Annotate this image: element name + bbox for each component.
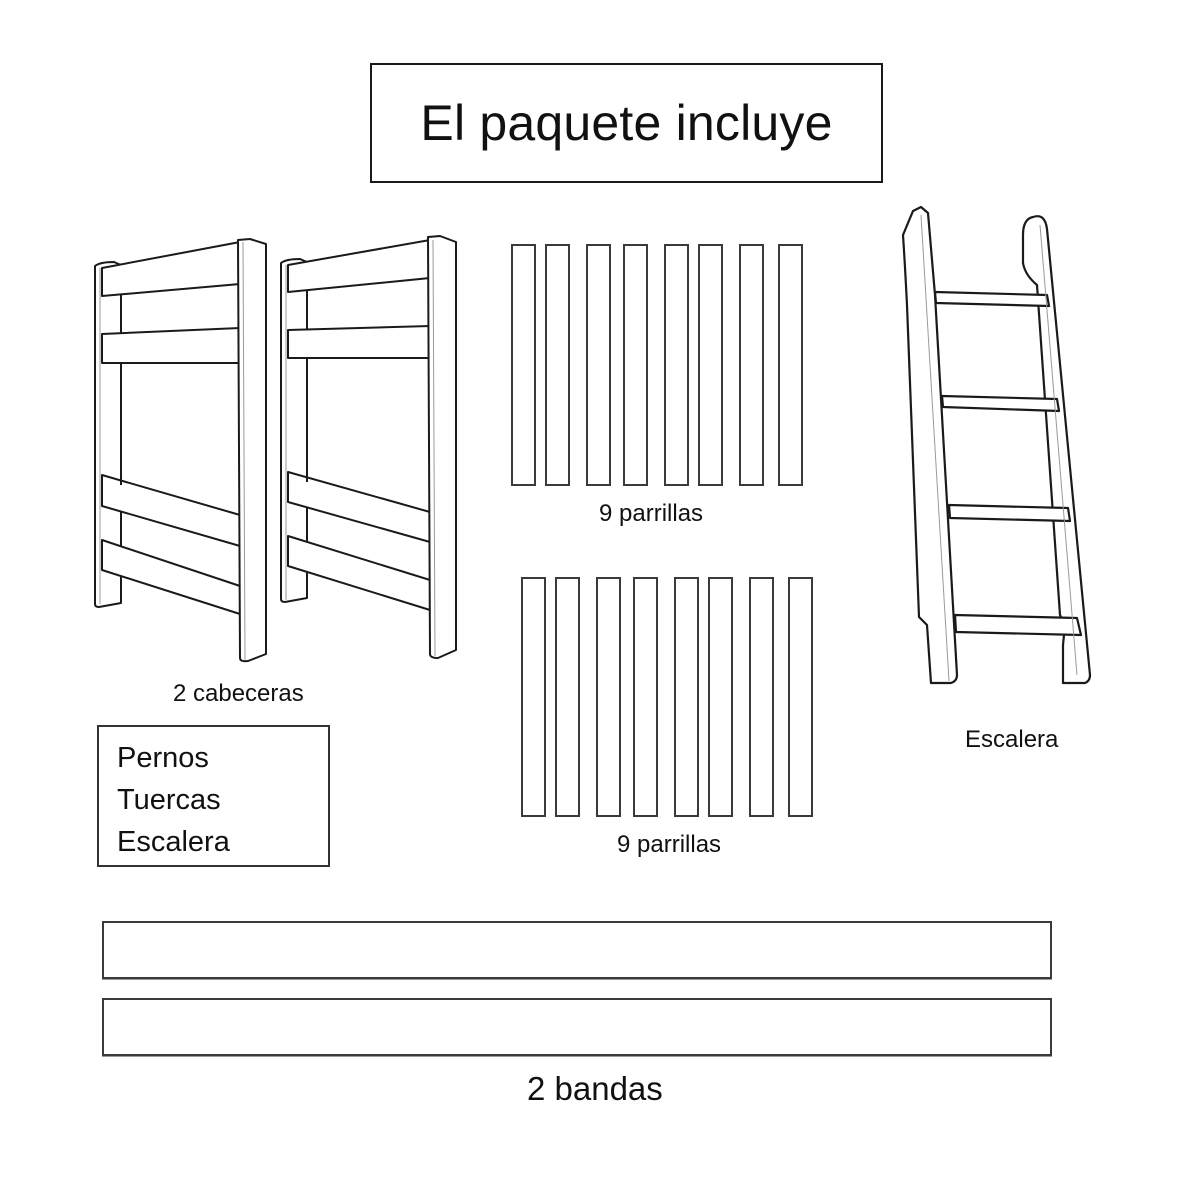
hardware-item-nuts: Tuercas — [117, 784, 221, 816]
slat-icon — [788, 577, 813, 817]
title-box: El paquete incluye — [370, 63, 883, 183]
slat-icon — [708, 577, 733, 817]
slat-icon — [521, 577, 546, 817]
slat-icon — [545, 244, 570, 486]
slat-icon — [623, 244, 648, 486]
slat-icon — [511, 244, 536, 486]
slat-icon — [739, 244, 764, 486]
hardware-list-box: Pernos Tuercas Escalera — [97, 725, 330, 867]
headboard-icon — [276, 230, 456, 670]
slat-icon — [698, 244, 723, 486]
bands-label: 2 bandas — [527, 1070, 663, 1107]
headboard-icon — [90, 230, 270, 670]
slat-icon — [749, 577, 774, 817]
slat-icon — [596, 577, 621, 817]
hardware-item-ladder: Escalera — [117, 826, 230, 858]
hardware-item-bolts: Pernos — [117, 742, 209, 774]
slat-icon — [586, 244, 611, 486]
headboards-label: 2 cabeceras — [173, 680, 304, 707]
band-icon — [102, 998, 1052, 1056]
slat-icon — [555, 577, 580, 817]
slat-icon — [674, 577, 699, 817]
slat-icon — [664, 244, 689, 486]
ladder-label: Escalera — [965, 726, 1059, 753]
slats-top-label: 9 parrillas — [599, 500, 704, 527]
slat-icon — [778, 244, 803, 486]
slats-bottom-label: 9 parrillas — [617, 831, 722, 858]
slat-icon — [633, 577, 658, 817]
page-title: El paquete incluye — [420, 95, 833, 151]
band-icon — [102, 921, 1052, 979]
ladder-icon — [895, 205, 1115, 715]
